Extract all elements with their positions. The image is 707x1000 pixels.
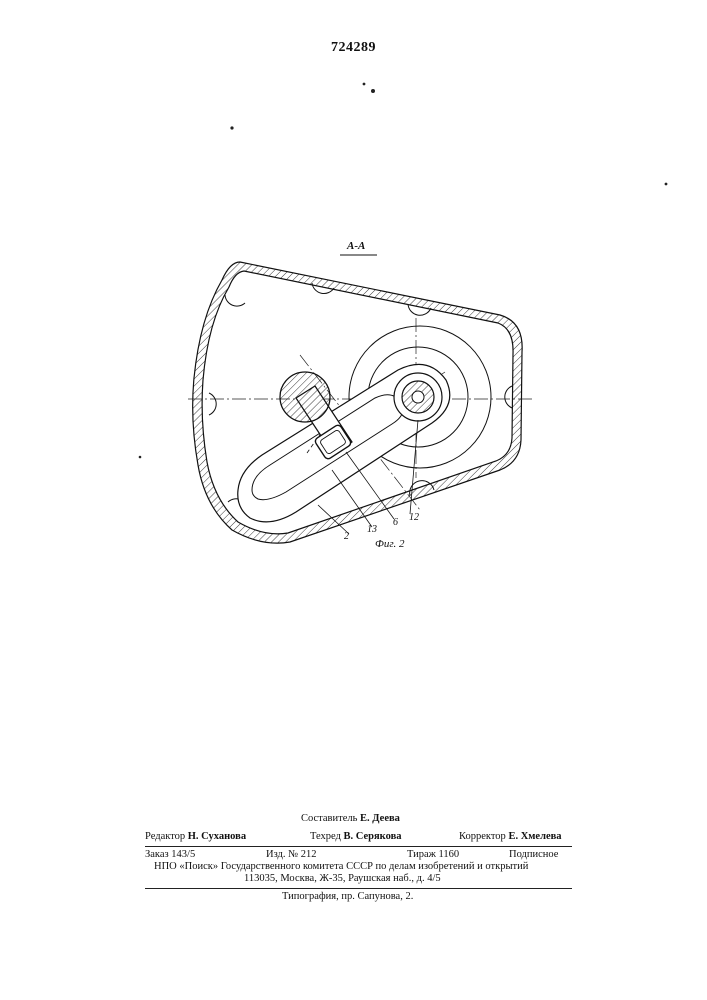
issue-number: Изд. № 212 — [266, 849, 317, 860]
editor-line: Редактор Н. Суханова — [145, 831, 246, 842]
corrector-line: Корректор Е. Хмелева — [459, 831, 562, 842]
editor-label: Редактор — [145, 831, 185, 842]
compiler-name: Е. Деева — [360, 813, 400, 824]
subscription: Подписное — [509, 849, 558, 860]
shaft-section — [280, 372, 330, 422]
compiler-label: Составитель — [301, 813, 357, 824]
boss — [225, 295, 245, 306]
address-line: 113035, Москва, Ж-35, Раушская наб., д. … — [244, 873, 441, 884]
corrector-label: Корректор — [459, 831, 506, 842]
figure-caption: Фиг. 2 — [375, 538, 405, 550]
corrector-name: Е. Хмелева — [508, 831, 561, 842]
speck — [363, 83, 366, 86]
speck — [665, 183, 668, 186]
divider — [145, 846, 572, 847]
circulation: Тираж 1160 — [407, 849, 459, 860]
speck — [371, 89, 375, 93]
techred-label: Техред — [310, 831, 341, 842]
callout-label: 13 — [367, 524, 377, 535]
organization-line: НПО «Поиск» Государственного комитета СС… — [154, 861, 528, 872]
boss — [505, 386, 512, 408]
callout-label: 2 — [344, 531, 349, 542]
editor-name: Н. Суханова — [188, 831, 246, 842]
section-label: А-А — [347, 240, 365, 252]
callout-label: 12 — [409, 512, 419, 523]
order-number: Заказ 143/5 — [145, 849, 195, 860]
printer-line: Типография, пр. Сапунова, 2. — [282, 891, 413, 902]
speck — [230, 126, 233, 129]
hub-bore — [412, 391, 424, 403]
techred-name: В. Серякова — [344, 831, 402, 842]
callout-label: 6 — [393, 517, 398, 528]
divider — [145, 888, 572, 889]
speck — [139, 456, 142, 459]
boss — [209, 393, 216, 415]
techred-line: Техред В. Серякова — [310, 831, 402, 842]
compiler-line: Составитель Е. Деева — [301, 813, 400, 824]
